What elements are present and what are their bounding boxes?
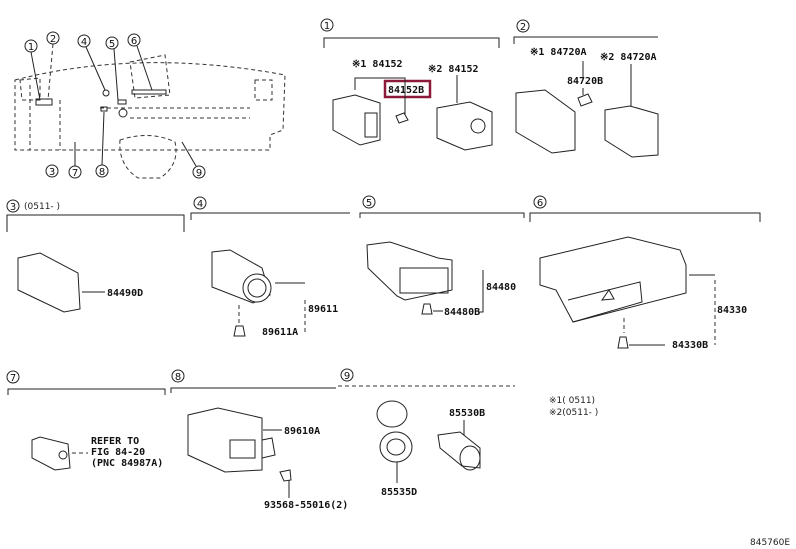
- overview-callout-3[interactable]: 3: [45, 164, 59, 178]
- overview-callout-6[interactable]: 6: [127, 33, 153, 91]
- plug-85530B-part[interactable]: [437, 431, 481, 469]
- group-9: 9 85535D 85530B: [338, 368, 515, 498]
- group-7-number: 7: [10, 373, 16, 384]
- group-2-number: 2: [520, 22, 526, 33]
- group-4: 4 89611 89611A: [190, 196, 350, 338]
- switch-84987A-part[interactable]: [31, 436, 71, 471]
- figure-code: 845760E: [750, 538, 790, 548]
- socket-cap-part[interactable]: [376, 400, 408, 428]
- switch-84720A-type2-part[interactable]: [604, 105, 659, 158]
- part-label-84330B[interactable]: 84330B: [672, 340, 708, 351]
- relay-89610A-part[interactable]: [187, 407, 263, 473]
- bulb-84720B-part[interactable]: [577, 93, 593, 107]
- part-label-84480B[interactable]: 84480B: [444, 307, 480, 318]
- clip-84480B-part[interactable]: [421, 303, 433, 315]
- overview-callouts: 1 2 3 4 5 6 7 8 9: [24, 31, 206, 179]
- relay-bracket: [261, 437, 276, 459]
- group-8-number: 8: [175, 372, 181, 383]
- part-label-84330[interactable]: 84330: [717, 305, 747, 316]
- svg-text:4: 4: [81, 37, 87, 48]
- group-3-date-note: (0511- ): [24, 202, 60, 212]
- socket-85535D-part[interactable]: [379, 431, 413, 463]
- switch-84490D-part[interactable]: [17, 252, 81, 313]
- svg-text:6: 6: [131, 36, 137, 47]
- part-label-84480[interactable]: 84480: [486, 282, 516, 293]
- fig-reference-link[interactable]: FIG 84-20: [91, 447, 145, 458]
- screw-93568-part[interactable]: [279, 469, 292, 482]
- part-label-89611[interactable]: 89611: [308, 304, 338, 315]
- overview-callout-2[interactable]: 2: [46, 31, 60, 101]
- part-label-84720B[interactable]: 84720B: [567, 76, 603, 87]
- legend-note-1: ※1( 0511): [549, 396, 595, 406]
- switch-84330-part[interactable]: [539, 236, 687, 323]
- svg-text:9: 9: [196, 168, 202, 179]
- pnc-reference-label[interactable]: (PNC 84987A): [91, 458, 163, 469]
- overview-callout-4[interactable]: 4: [77, 34, 106, 91]
- group-6: 6 84330 84330B: [529, 195, 761, 351]
- svg-text:8: 8: [99, 167, 105, 178]
- svg-text:7: 7: [72, 168, 78, 179]
- overview-callout-1[interactable]: 1: [24, 39, 41, 101]
- switch-84720A-type1-part[interactable]: [515, 89, 576, 154]
- overview-callout-7[interactable]: 7: [68, 142, 82, 179]
- part-label-84152B[interactable]: 84152B: [388, 85, 424, 96]
- bulb-84152B-part[interactable]: [395, 112, 409, 124]
- group-4-number: 4: [197, 199, 203, 210]
- part-label-89611A[interactable]: 89611A: [262, 327, 298, 338]
- svg-text:2: 2: [50, 34, 56, 45]
- svg-text:5: 5: [109, 39, 115, 50]
- overview-callout-8[interactable]: 8: [95, 111, 109, 178]
- part-label-93568-55016[interactable]: 93568-55016(2): [264, 500, 348, 511]
- svg-text:3: 3: [49, 167, 55, 178]
- part-label-84152-type2[interactable]: ※2 84152: [428, 64, 479, 75]
- group-8: 8 89610A 93568-55016(2): [170, 369, 348, 511]
- dashboard-overview: [14, 54, 286, 179]
- group-5: 5 84480 84480B: [359, 195, 525, 318]
- clip-84330B-part[interactable]: [617, 336, 629, 349]
- part-label-89610A[interactable]: 89610A: [284, 426, 320, 437]
- group-3-number: 3: [10, 202, 16, 213]
- group-3: 3 (0511- ) 84490D: [6, 199, 185, 313]
- legend: ※1( 0511) ※2(0511- ): [549, 396, 598, 418]
- svg-text:1: 1: [28, 42, 34, 53]
- clip-89611A-part[interactable]: [233, 325, 246, 337]
- group-9-number: 9: [344, 371, 350, 382]
- part-label-84720A-type1[interactable]: ※1 84720A: [530, 47, 587, 58]
- group-6-number: 6: [537, 198, 543, 209]
- legend-note-2: ※2(0511- ): [549, 408, 598, 418]
- overview-callout-9[interactable]: 9: [181, 141, 206, 179]
- highlight-box: [383, 79, 432, 99]
- switch-knob: [364, 112, 378, 138]
- group-4-number-5: 5: [366, 198, 372, 209]
- group-1-number: 1: [324, 21, 330, 32]
- part-label-84152-type1[interactable]: ※1 84152: [352, 59, 403, 70]
- part-label-84490D[interactable]: 84490D: [107, 288, 143, 299]
- overview-callout-5[interactable]: 5: [105, 36, 119, 101]
- group-2: 2 ※1 84720A 84720B ※2 84720A: [513, 19, 659, 158]
- part-label-84720A-type2[interactable]: ※2 84720A: [600, 52, 657, 63]
- part-label-85535D[interactable]: 85535D: [381, 487, 417, 498]
- group-7: 7 REFER TO FIG 84-20 (PNC 84987A): [6, 370, 166, 471]
- refer-to-label: REFER TO: [91, 436, 139, 447]
- part-label-85530B[interactable]: 85530B: [449, 408, 485, 419]
- switch-84152-type2-part[interactable]: [436, 101, 493, 151]
- switch-84480-part[interactable]: [366, 241, 453, 301]
- group-1: 1 ※1 84152 ※2 84152 84152B: [320, 18, 500, 151]
